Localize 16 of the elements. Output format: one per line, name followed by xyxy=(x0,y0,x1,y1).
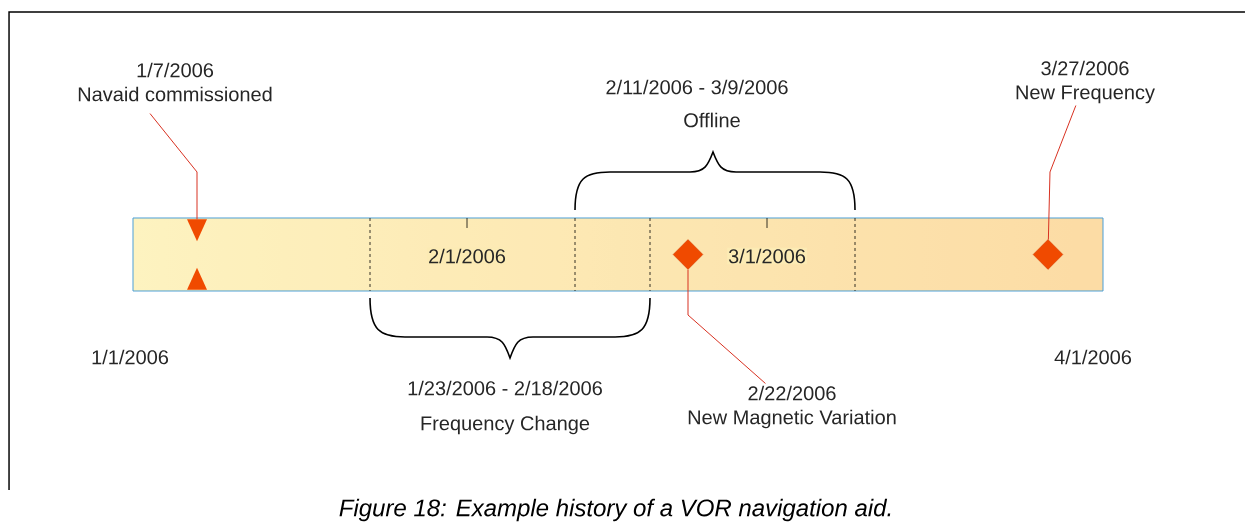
callout-text: 3/27/2006 New Frequency xyxy=(1016,60,1155,104)
axis-date-label: 4/1/2006 xyxy=(1054,349,1132,365)
range-label: 2/11/2006 - 3/9/2006 xyxy=(606,79,788,95)
callout-text: 1/7/2006 Navaid commissioned xyxy=(78,62,272,102)
range-label: Frequency Change xyxy=(421,415,590,435)
callout-text: 2/22/2006 New Magnetic Variation xyxy=(688,385,896,429)
leader-line xyxy=(1047,105,1077,241)
leader-line xyxy=(149,113,198,220)
diamond-marker xyxy=(1032,239,1064,270)
leader-line xyxy=(687,269,766,384)
axis-date-label: 1/1/2006 xyxy=(92,349,169,365)
range-label: 1/23/2006 - 2/18/2006 xyxy=(408,380,602,396)
range-label: Offline xyxy=(684,112,740,128)
figure-caption: Figure 18: Example history of a VOR navigation aid. xyxy=(339,498,891,522)
diamond-marker xyxy=(672,239,704,270)
triangle-marker xyxy=(187,219,207,290)
